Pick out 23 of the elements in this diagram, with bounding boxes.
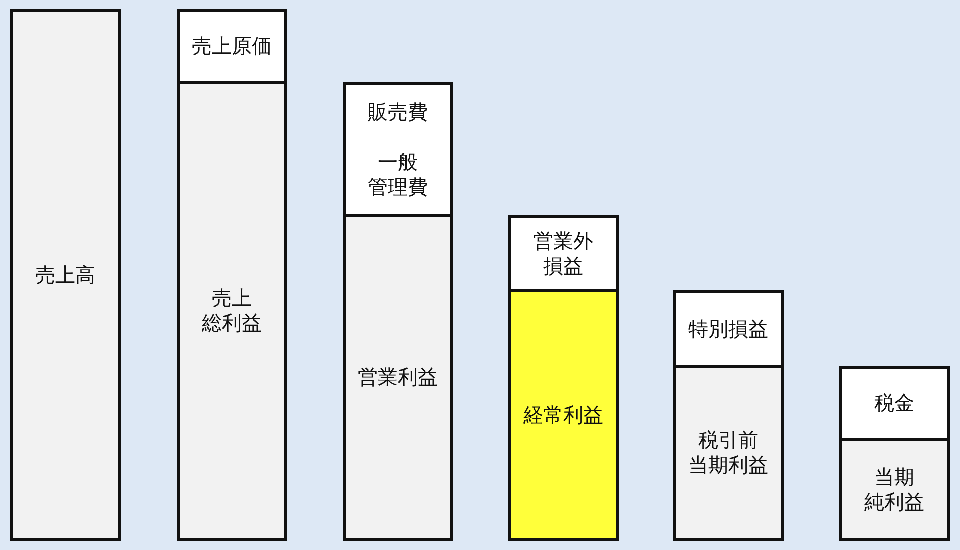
bar-segment [10,9,121,541]
bar-segment [508,292,619,541]
segment-label: 税金 [874,391,914,416]
segment-label: 税引前当期利益 [688,428,768,478]
bar-segment [673,290,784,368]
segment-label: 売上原価 [192,34,272,59]
segment-label: 特別損益 [688,316,768,342]
bar-segment [177,9,287,84]
bar-segment [508,215,619,292]
segment-label: 一般管理費 [368,150,428,200]
segment-label: 当期純利益 [864,464,924,514]
bar-segment [343,82,453,217]
bar-segment [839,366,950,441]
segment-label: 経常利益 [524,402,604,428]
segment-label: 売上総利益 [202,286,262,336]
bar-segment [177,84,287,541]
segment-label: 営業利益 [358,365,438,390]
segment-label: 販売費 [368,100,428,124]
bar-segment [839,441,950,541]
segment-label: 売上高 [36,262,96,288]
bar-segment [343,217,453,541]
bar-segment [673,368,784,541]
segment-label: 営業外損益 [534,228,594,278]
